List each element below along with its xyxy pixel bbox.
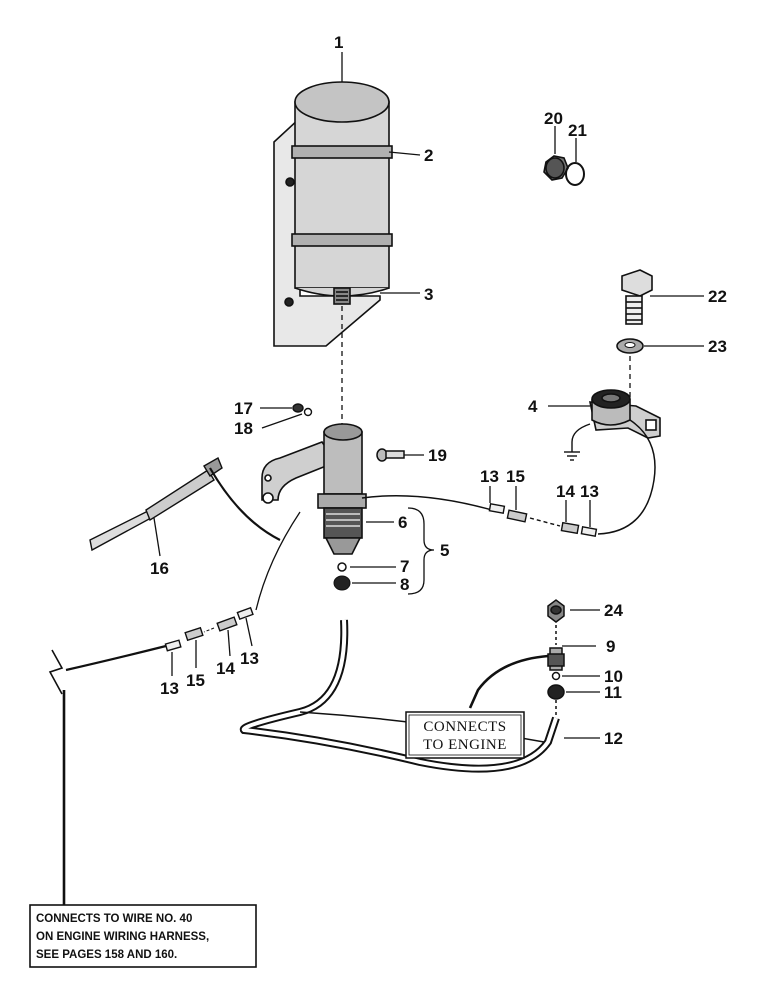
tank-assembly (273, 81, 393, 347)
callout-10: 10 (604, 667, 623, 686)
callout-1: 1 (334, 33, 343, 52)
part-4-horn (588, 389, 661, 439)
pressure-switch (261, 423, 367, 555)
ground-symbol (564, 423, 591, 461)
right-connectors (488, 503, 598, 537)
callout-3: 3 (424, 285, 433, 304)
callout-23: 23 (708, 337, 727, 356)
note-connects-to-wire: CONNECTS TO WIRE NO. 40 ON ENGINE WIRING… (29, 904, 257, 968)
callout-16: 16 (150, 559, 169, 578)
callout-14: 14 (556, 482, 575, 501)
callout-15: 15 (506, 467, 525, 486)
wire-break-symbol (48, 649, 64, 695)
callout-4: 4 (528, 397, 538, 416)
callout-17: 17 (234, 399, 253, 418)
callout-8: 8 (400, 575, 409, 594)
callout-6: 6 (398, 513, 407, 532)
tank-band-lower (291, 233, 393, 247)
callout-21: 21 (568, 121, 587, 140)
callout-13: 13 (240, 649, 259, 668)
note-wire-line2: ON ENGINE WIRING HARNESS, (36, 931, 209, 943)
part-22-bolt (621, 269, 653, 325)
part-8-nut (333, 575, 351, 591)
callout-15: 15 (186, 671, 205, 690)
note-engine-line1: CONNECTS (423, 719, 506, 735)
fitting-stack (547, 599, 565, 716)
part-16-terminal-strips (89, 456, 223, 552)
callout-19: 19 (428, 446, 447, 465)
note-engine-line2: TO ENGINE (423, 737, 507, 753)
callout-24: 24 (604, 601, 623, 620)
note-connects-to-engine: CONNECTS TO ENGINE (405, 711, 525, 759)
callout-18: 18 (234, 419, 253, 438)
switch-terminal-6 (323, 507, 363, 539)
callout-9: 9 (606, 637, 615, 656)
tank-top (294, 81, 390, 123)
leader-lines (153, 52, 704, 739)
callout-labels: 1 2 3 4 5 6 7 8 9 10 11 12 13 13 13 13 1… (150, 33, 727, 748)
part-19-screw (376, 448, 405, 462)
tank-body (294, 101, 390, 289)
parts-20-21 (543, 155, 585, 186)
callout-13: 13 (480, 467, 499, 486)
left-connectors (164, 606, 254, 652)
callout-20: 20 (544, 109, 563, 128)
callout-13: 13 (580, 482, 599, 501)
note-wire-line1: CONNECTS TO WIRE NO. 40 (36, 913, 192, 925)
callout-7: 7 (400, 557, 409, 576)
callout-13: 13 (160, 679, 179, 698)
part-7-ball (337, 562, 347, 572)
note-wire-line3: SEE PAGES 158 AND 160. (36, 949, 177, 961)
callout-5: 5 (440, 541, 449, 560)
callout-22: 22 (708, 287, 727, 306)
parts-17-18 (292, 403, 313, 417)
callout-11: 11 (604, 683, 622, 702)
tank-band-upper (291, 145, 393, 159)
callout-2: 2 (424, 146, 433, 165)
callout-14: 14 (216, 659, 235, 678)
callout-12: 12 (604, 729, 623, 748)
